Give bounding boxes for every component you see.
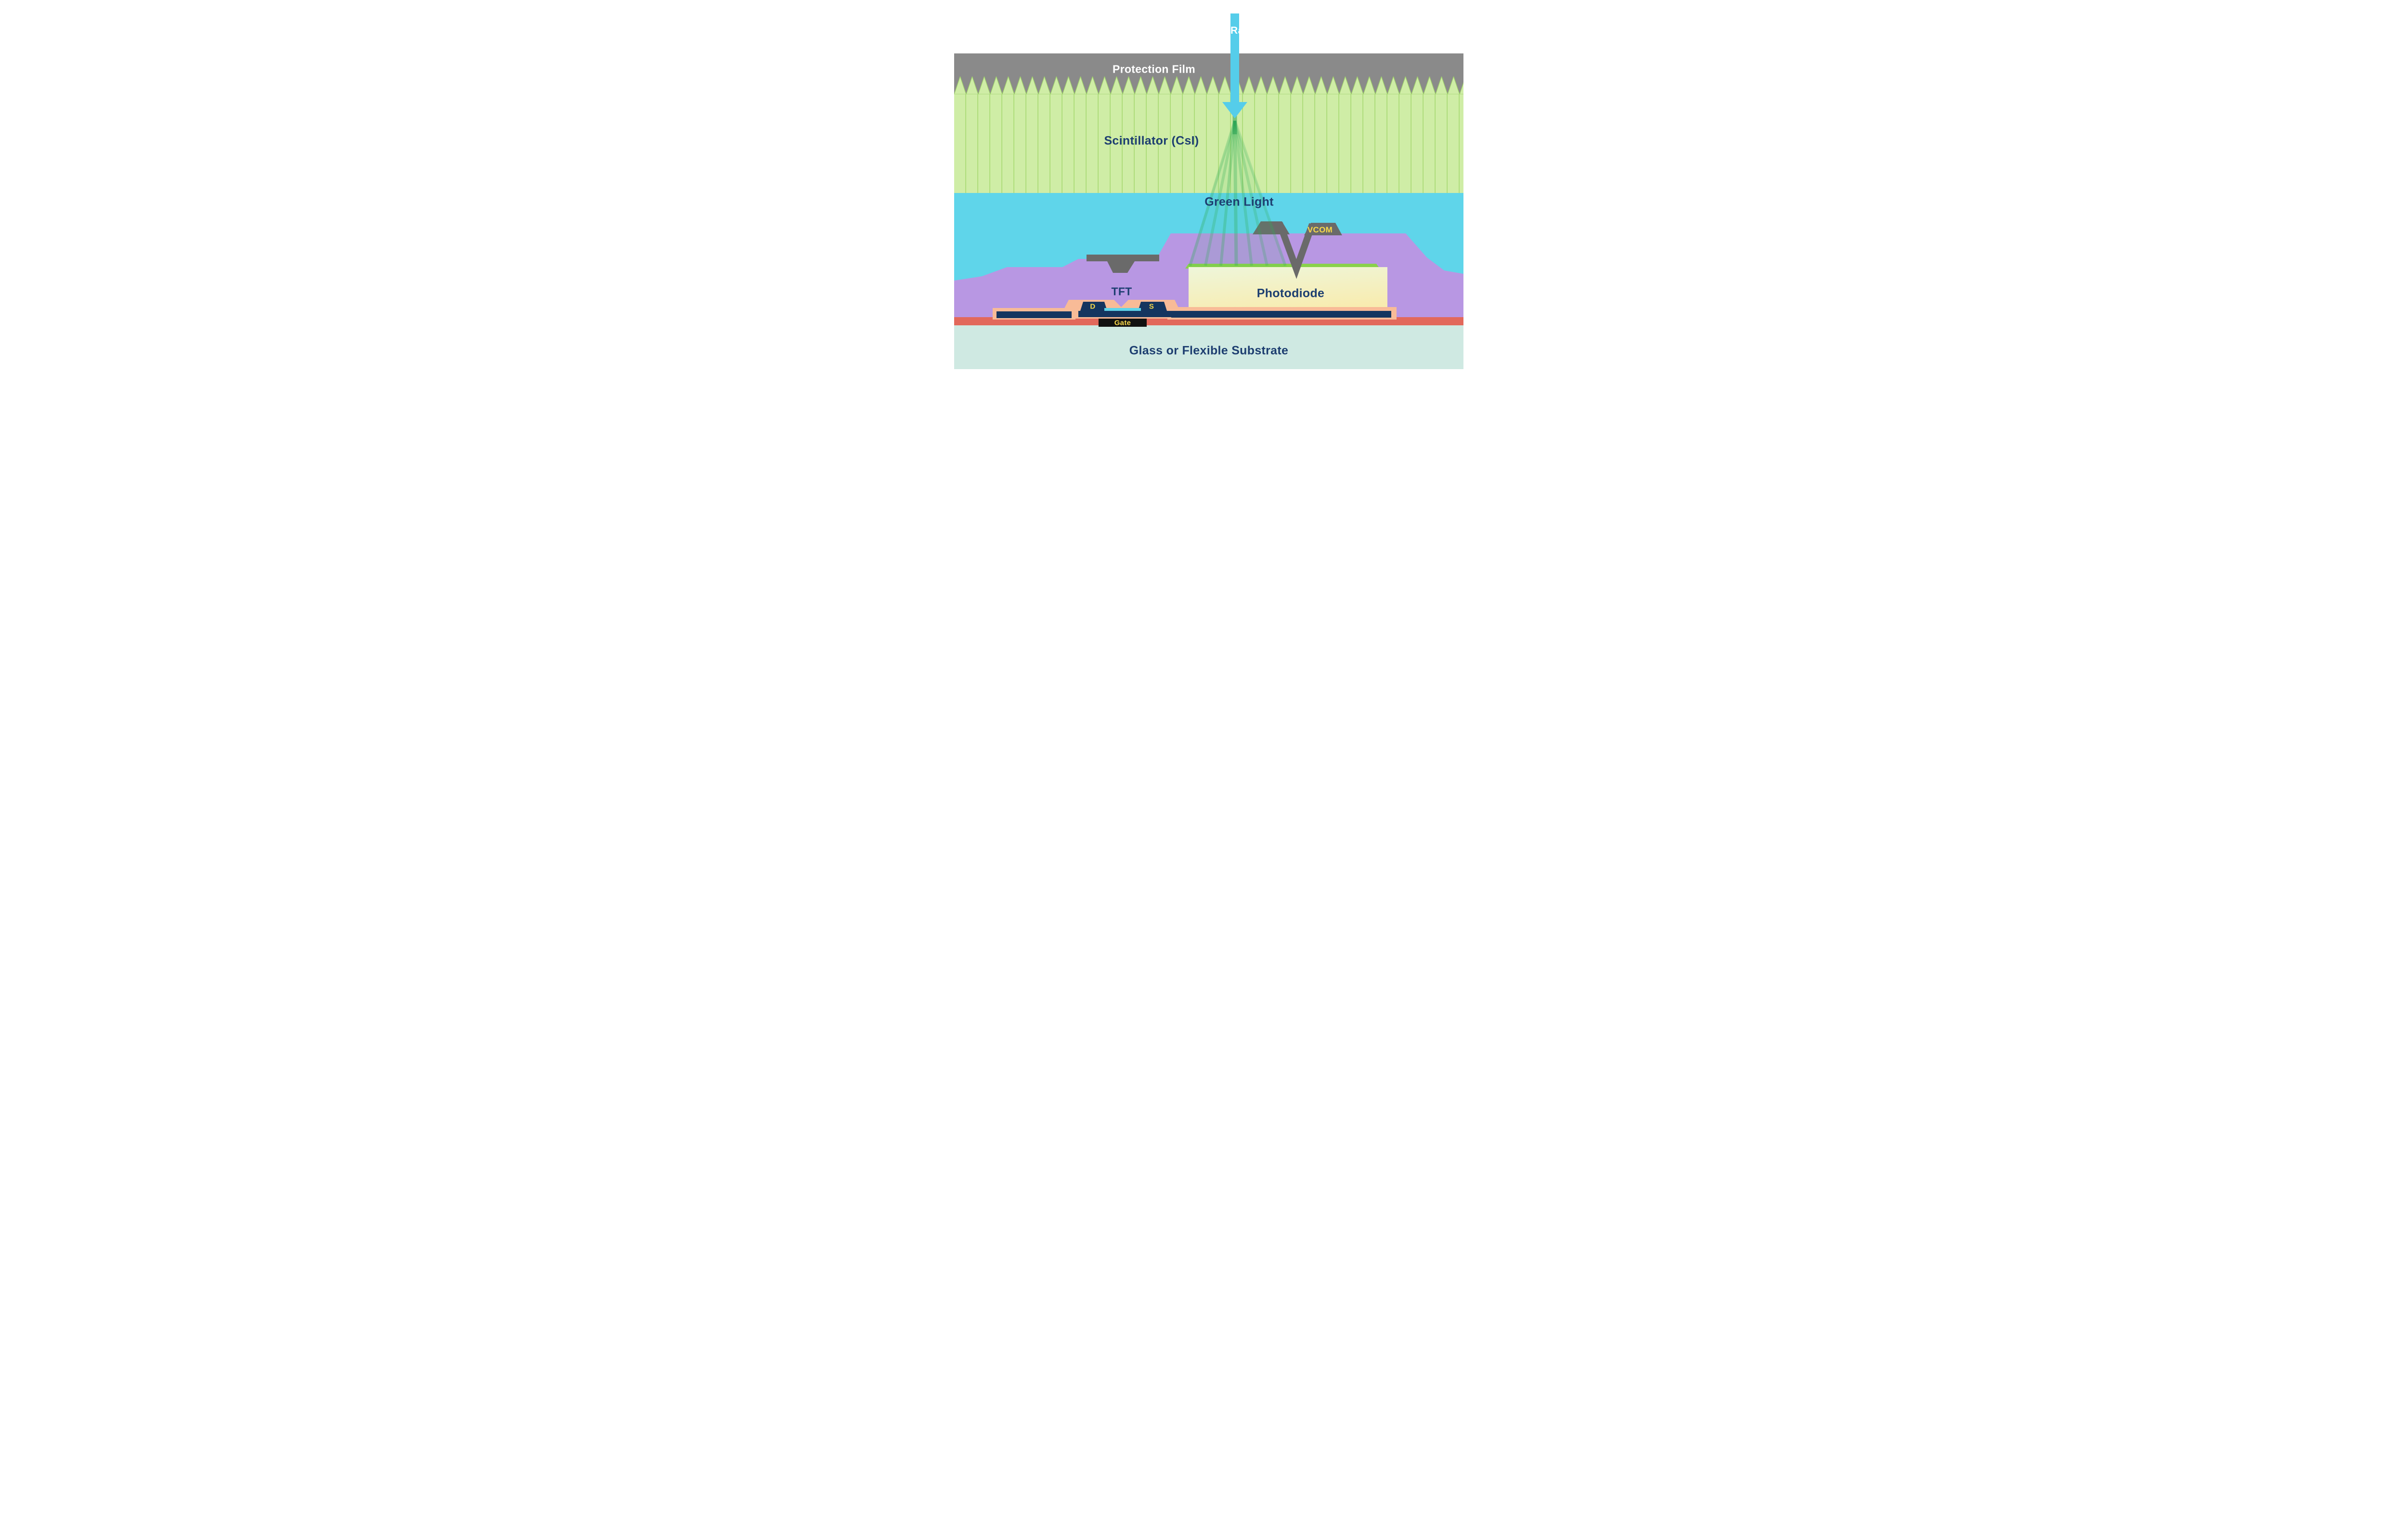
protection-film-label: Protection Film [1113, 63, 1195, 76]
metal-line-left [996, 311, 1072, 318]
gate-label: Gate [1114, 319, 1131, 327]
source-label: S [1149, 302, 1154, 311]
tft-drain-electrode [1080, 302, 1107, 311]
gate-electrode [1099, 319, 1147, 327]
green-light-label: Green Light [1204, 195, 1274, 209]
drain-label: D [1090, 302, 1096, 311]
photodiode-label: Photodiode [1256, 286, 1325, 300]
layers-svg [954, 53, 1463, 369]
substrate-layer [954, 325, 1463, 369]
photodiode-block [1189, 267, 1387, 313]
xray-detector-cross-section: Protection Film Scintillator (CsI) Green… [954, 53, 1463, 369]
xray-arrow-shaft [1230, 13, 1239, 103]
xray-arrow-head [1222, 102, 1247, 118]
tft-label: TFT [1111, 285, 1132, 298]
substrate-label: Glass or Flexible Substrate [1129, 344, 1289, 358]
tft-metal-bar [1078, 311, 1173, 317]
gray-electrode-left [1087, 255, 1159, 273]
scintillator-label: Scintillator (CsI) [1104, 134, 1199, 148]
tft-channel [1104, 308, 1141, 313]
diagram-stage: Protection Film Scintillator (CsI) Green… [861, 0, 1546, 385]
xray-label: X-Ray [1219, 25, 1250, 36]
scintillator-needle-tips [954, 77, 1463, 94]
vcom-label: VCOM [1307, 225, 1333, 234]
green-light-rays [1188, 115, 1287, 267]
tft-source-electrode [1138, 302, 1167, 311]
scintillator-layer [954, 94, 1463, 193]
metal-line-right [1171, 311, 1391, 318]
vcom-via-contact [1276, 222, 1316, 279]
